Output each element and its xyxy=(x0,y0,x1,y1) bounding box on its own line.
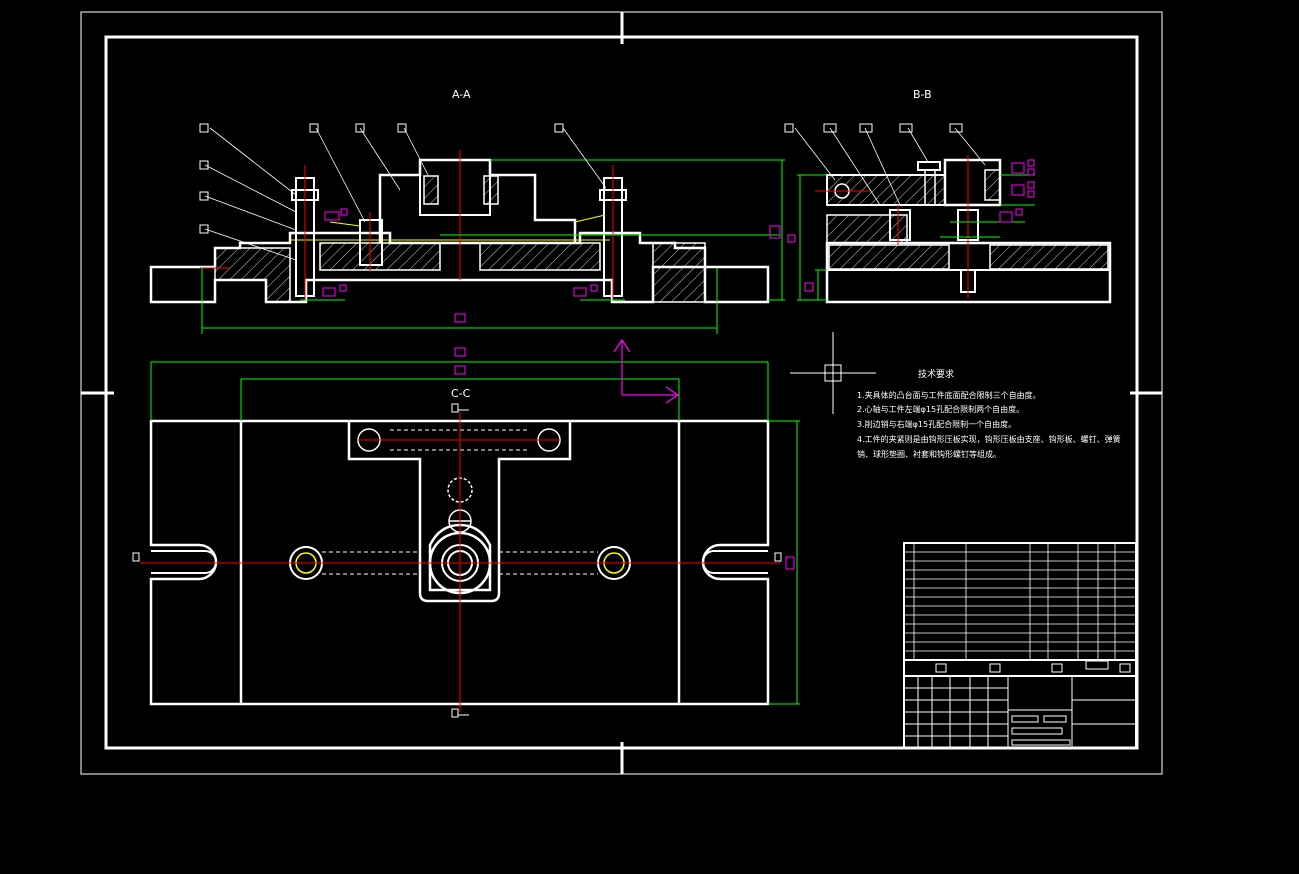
tech-req-item-4: 4.工件的夹紧则是由钩形压板实现，钩形压板由支座、钩形板、螺钉、弹簧 xyxy=(857,434,1121,444)
tech-req-title: 技术要求 xyxy=(918,368,954,380)
title-block xyxy=(903,542,1137,749)
section-c-c-view: C-C xyxy=(132,347,800,718)
technical-requirements: 技术要求 1.夹具体的凸台面与工件底面配合限制三个自由度。 2.心轴与工件左端φ… xyxy=(857,368,1121,459)
tech-req-item-5: 销、球形垫圈、衬套和钩形螺钉等组成。 xyxy=(857,449,1001,459)
section-b-b-view: B-B xyxy=(784,88,1112,304)
ucs-axis-icon xyxy=(613,338,680,404)
tech-req-item-3: 3.削边销与右端φ15孔配合限制一个自由度。 xyxy=(857,419,1016,429)
section-a-a-title: A-A xyxy=(452,88,471,101)
centering-marks xyxy=(81,12,1162,774)
tech-req-item-1: 1.夹具体的凸台面与工件底面配合限制三个自由度。 xyxy=(857,390,1041,400)
crosshair-cursor xyxy=(790,332,876,414)
tech-req-item-2: 2.心轴与工件左端φ15孔配合限制两个自由度。 xyxy=(857,404,1024,414)
section-a-a-view: A-A xyxy=(149,88,796,334)
section-b-b-title: B-B xyxy=(913,88,932,101)
section-c-c-title: C-C xyxy=(451,387,471,400)
